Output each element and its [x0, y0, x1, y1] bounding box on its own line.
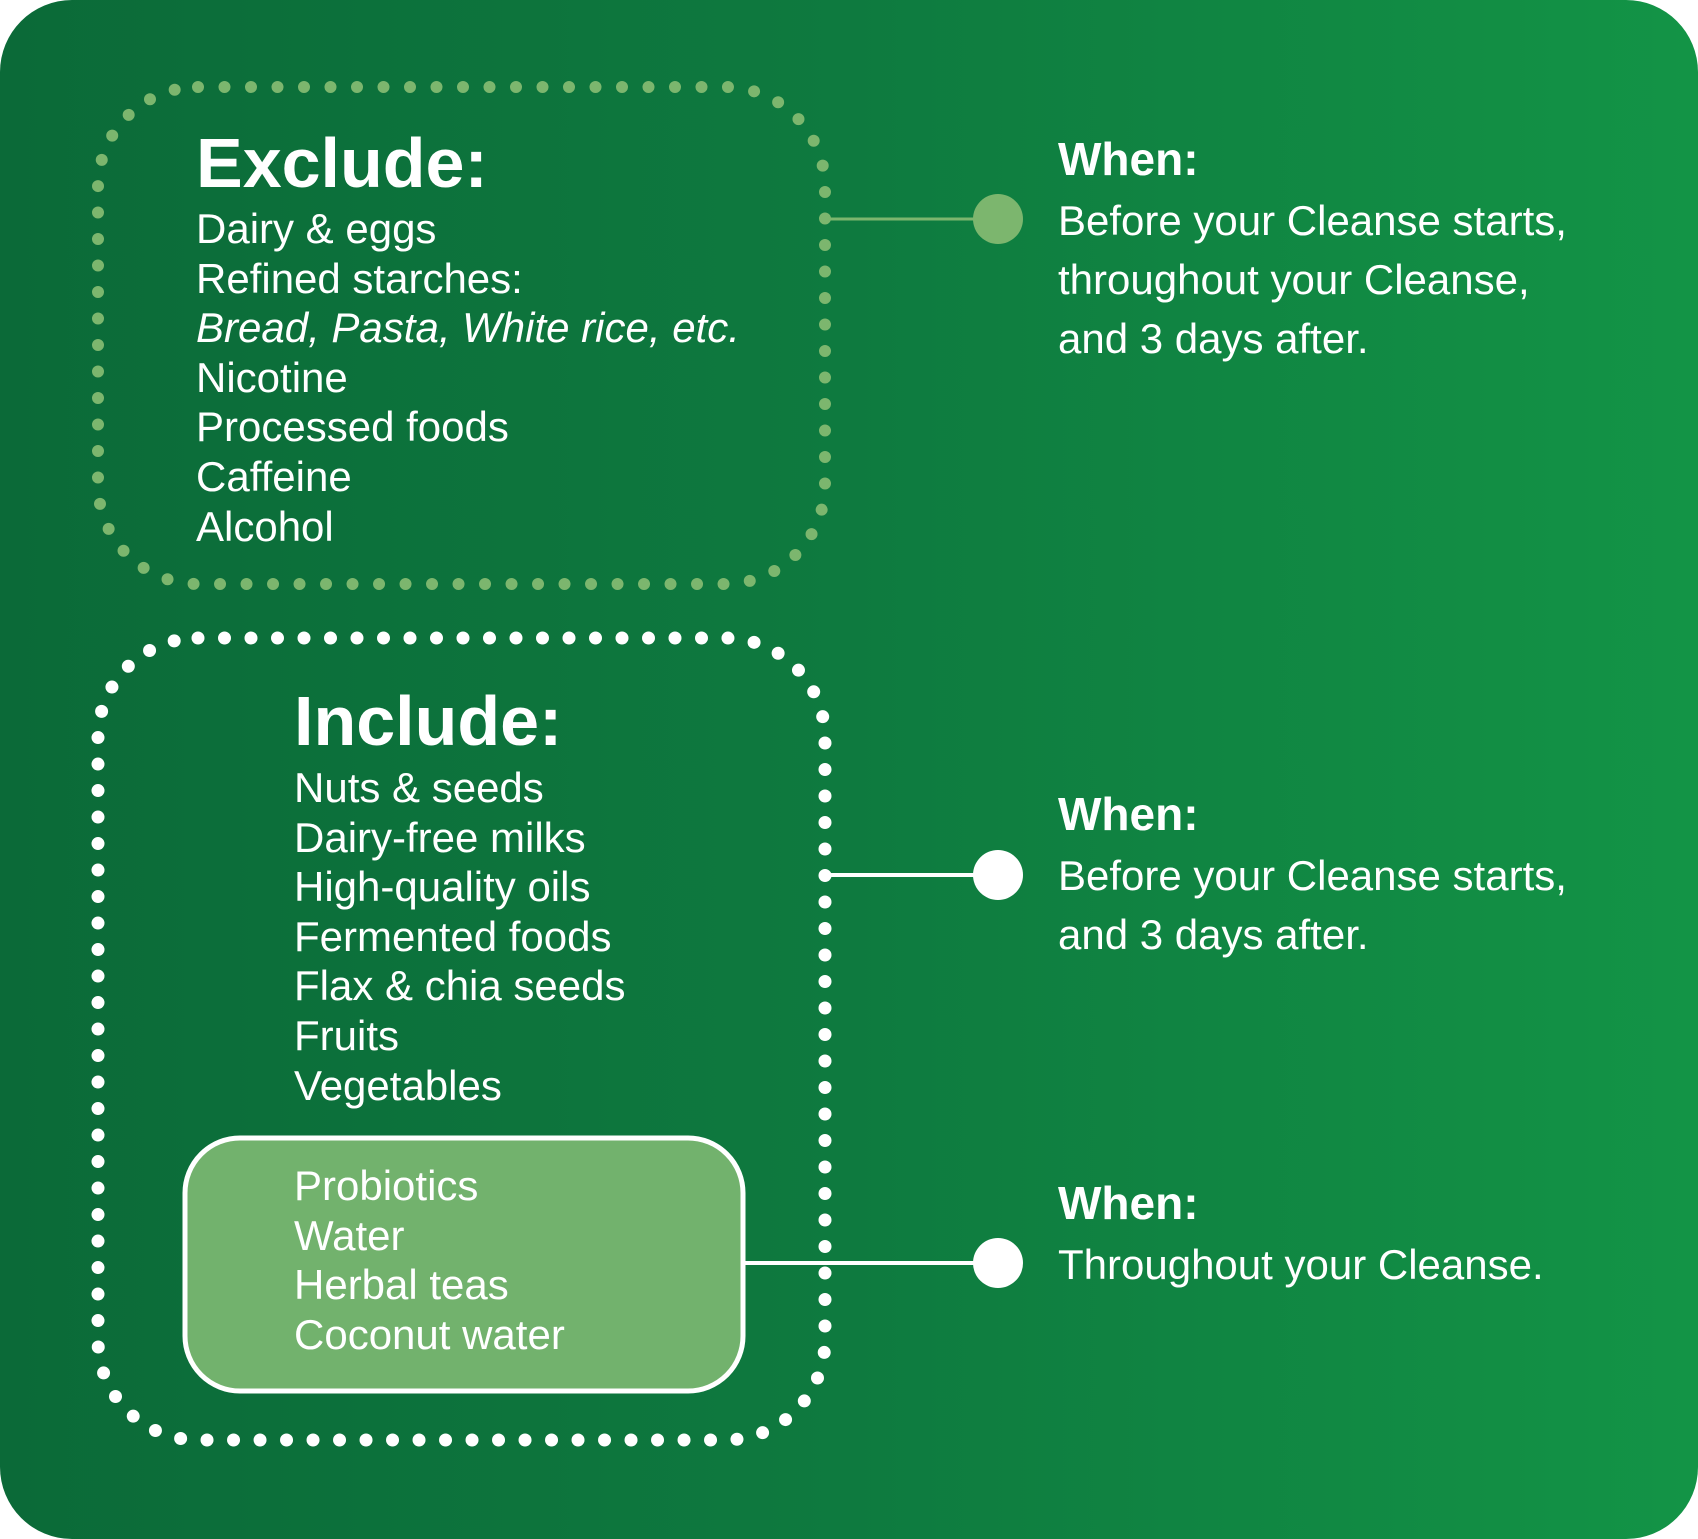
- exclude-item: Processed foods: [196, 403, 509, 451]
- exclude-list: Dairy & eggs Refined starches: Bread, Pa…: [196, 204, 740, 551]
- exclude-item: Nicotine: [196, 353, 348, 401]
- include-connector-dot: [973, 850, 1023, 900]
- exclude-when-title: When:: [1058, 133, 1199, 185]
- daily-connector-dot: [973, 1238, 1023, 1288]
- exclude-item: Refined starches:: [196, 254, 523, 302]
- include-item: Fruits: [294, 1011, 399, 1059]
- include-item: Vegetables: [294, 1061, 502, 1109]
- daily-when-title: When:: [1058, 1177, 1199, 1229]
- exclude-item: Caffeine: [196, 452, 352, 500]
- include-dotted-frame: [91, 631, 832, 1447]
- daily-item: Coconut water: [294, 1310, 565, 1358]
- include-list: Nuts & seeds Dairy-free milks High-quali…: [294, 763, 626, 1110]
- exclude-connector-dot: [973, 194, 1023, 244]
- include-heading: Include:: [294, 682, 563, 760]
- exclude-item: Dairy & eggs: [196, 205, 437, 252]
- include-item: Fermented foods: [294, 912, 612, 960]
- daily-when-text: Throughout your Cleanse.: [1058, 1241, 1544, 1288]
- include-when-title: When:: [1058, 788, 1199, 840]
- daily-list: Probiotics Water Herbal teas Coconut wat…: [294, 1161, 565, 1359]
- exclude-when-text: Before your Cleanse starts, throughout y…: [1058, 197, 1567, 362]
- exclude-heading: Exclude:: [196, 124, 488, 202]
- daily-item: Water: [294, 1211, 405, 1259]
- exclude-item: Alcohol: [196, 502, 334, 550]
- daily-item: Herbal teas: [294, 1261, 509, 1309]
- daily-item: Probiotics: [294, 1162, 479, 1209]
- include-item: Dairy-free milks: [294, 813, 586, 861]
- include-item: Flax & chia seeds: [294, 962, 626, 1010]
- include-when-text: Before your Cleanse starts, and 3 days a…: [1058, 852, 1567, 958]
- exclude-dotted-frame: [92, 81, 831, 590]
- include-item: Nuts & seeds: [294, 764, 544, 811]
- include-item: High-quality oils: [294, 863, 591, 911]
- exclude-item-examples: Bread, Pasta, White rice, etc.: [196, 304, 740, 352]
